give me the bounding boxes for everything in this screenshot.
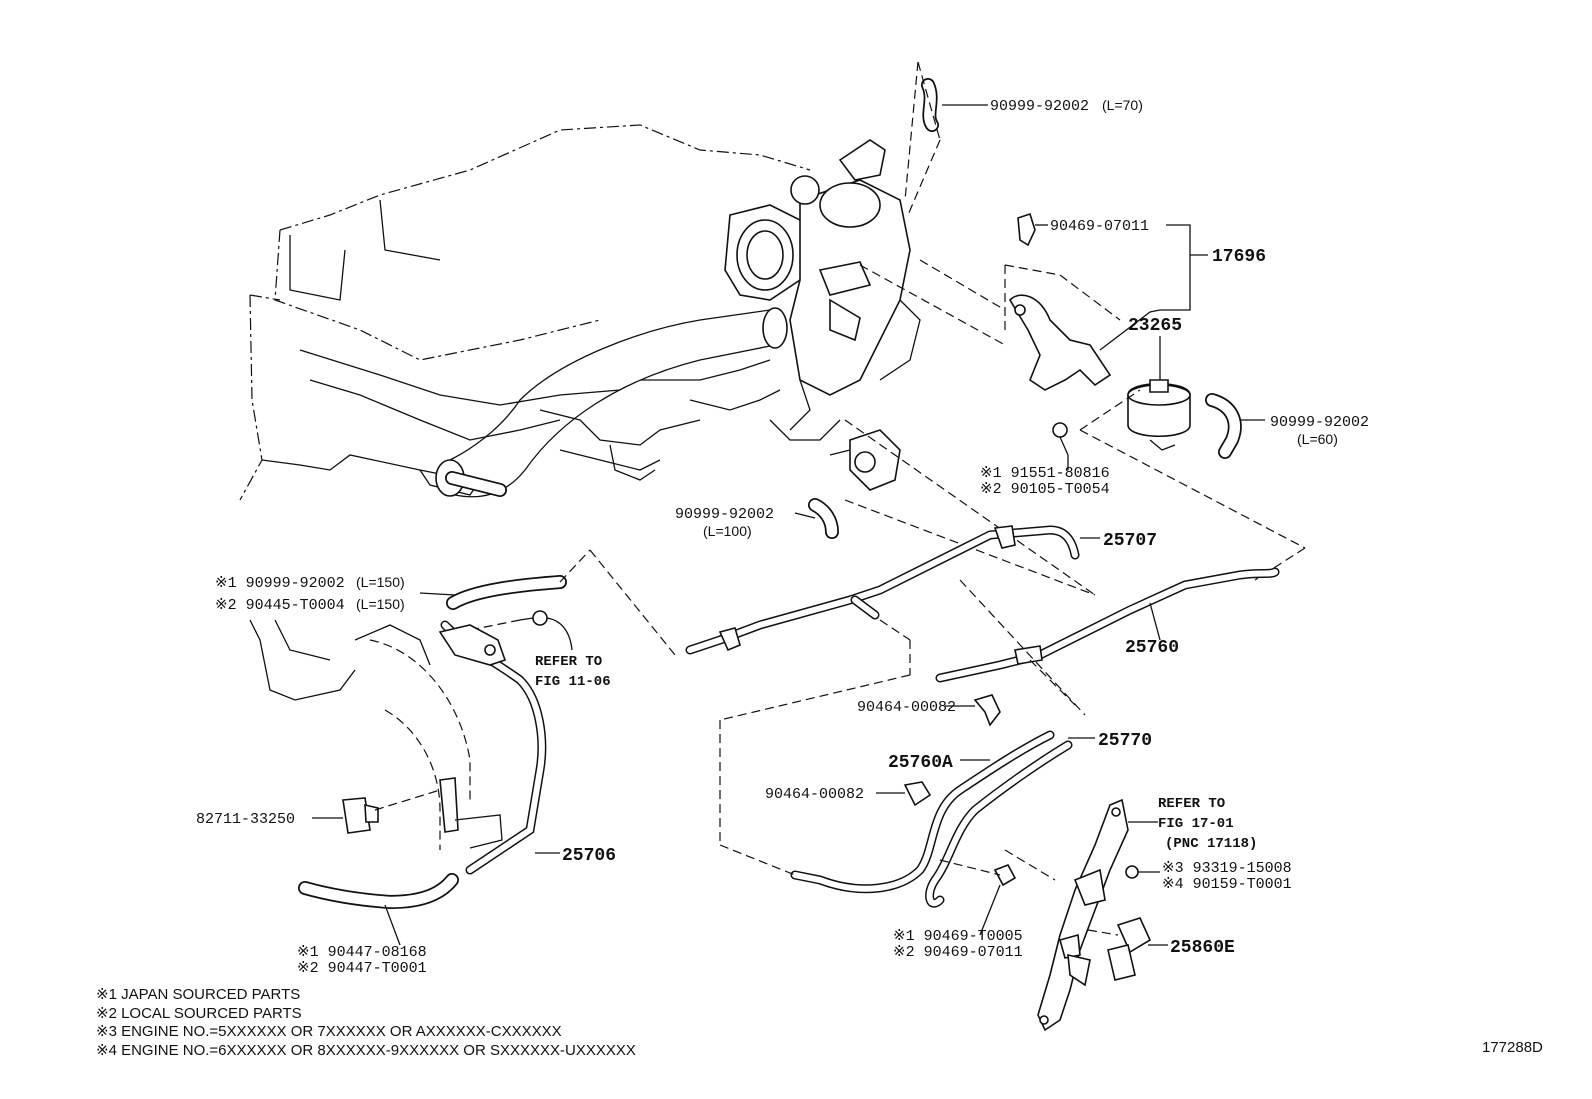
label-90469-07011-bot: ※2 90469-07011 [893, 944, 1023, 961]
pipe-25706-group: 25706 [438, 620, 616, 875]
label-23265: 23265 [1128, 316, 1182, 336]
illustration-code: 177288D [1482, 1039, 1543, 1056]
pipes-25760A-25770-group: 25770 25760A [719, 720, 1152, 908]
intake-pipe [435, 307, 788, 498]
engine-block-outline [239, 124, 841, 501]
label-25760A: 25760A [888, 753, 953, 773]
label-90447-T0001: ※2 90447-T0001 [297, 960, 427, 977]
sensor-82711-group: 82711-33250 [196, 789, 441, 834]
label-490159-T0001: ※4 90159-T0001 [1162, 876, 1292, 893]
left-engine-outline [249, 619, 471, 850]
label-90469-T0005: ※1 90469-T0005 [893, 928, 1023, 945]
label-90445-T0004: ※2 90445-T0004 [215, 597, 345, 614]
footnote-4: ※4 ENGINE NO.=6XXXXXX OR 8XXXXXX-9XXXXXX… [96, 1042, 636, 1059]
label-90999-92002-l60: 90999-92002 [1270, 414, 1369, 431]
label-l70: (L=70) [1102, 97, 1143, 113]
label-l150b: (L=150) [356, 596, 405, 612]
label-25860E: 25860E [1170, 938, 1235, 958]
bolt-91551-group: ※1 91551-80816 ※2 90105-T0054 [980, 389, 1306, 581]
label-393319-15008: ※3 93319-15008 [1162, 860, 1292, 877]
label-25760: 25760 [1125, 638, 1179, 658]
hose-l70-group: 90999-92002 (L=70) [904, 61, 1143, 216]
pipe-25707-group: 25707 [589, 525, 1157, 721]
label-90999-92002-l150: ※1 90999-92002 [215, 575, 345, 592]
throttle-body [724, 139, 921, 491]
label-refer-fig-17-01-c: (PNC 17118) [1165, 836, 1257, 852]
hose-l150-group: ※1 90999-92002 (L=150) ※2 90445-T0004 (L… [215, 549, 591, 614]
label-90464-00082-a: 90464-00082 [857, 699, 956, 716]
label-90464-00082-b: 90464-00082 [765, 786, 864, 803]
label-25707: 25707 [1103, 531, 1157, 551]
footnote-1: ※1 JAPAN SOURCED PARTS [96, 986, 300, 1003]
filter-23265-group: 23265 90999-92002 (L=60) [1127, 316, 1369, 459]
clamp-90464-b-group: 90464-00082 [765, 781, 932, 807]
label-90999-92002-l70: 90999-92002 [990, 98, 1089, 115]
footnotes: ※1 JAPAN SOURCED PARTS ※2 LOCAL SOURCED … [96, 986, 636, 1059]
bolt-refer-fig-11-06-group: REFER TO FIG 11-06 [469, 610, 611, 690]
label-90469-07011-top: 90469-07011 [1050, 218, 1149, 235]
label-l150a: (L=150) [356, 574, 405, 590]
bracket-refer-fig-17-01-group: REFER TO FIG 17-01 (PNC 17118) [1037, 796, 1257, 1032]
label-refer-fig-11-06-b: FIG 11-06 [535, 674, 611, 690]
label-90447-08168: ※1 90447-08168 [297, 944, 427, 961]
label-82711-33250: 82711-33250 [196, 811, 295, 828]
label-refer-fig-11-06-a: REFER TO [535, 654, 602, 670]
sensor-25860E-group: 25860E [1087, 917, 1235, 981]
label-91551-80816: ※1 91551-80816 [980, 465, 1110, 482]
bracket-17696-group: 90469-07011 17696 [859, 212, 1266, 391]
hose-90447-group: ※1 90447-08168 ※2 90447-T0001 [297, 873, 459, 977]
clip-90469-group: ※1 90469-T0005 ※2 90469-07011 [893, 849, 1056, 961]
label-25706: 25706 [562, 846, 616, 866]
footnote-2: ※2 LOCAL SOURCED PARTS [96, 1005, 302, 1022]
label-90105-T0054: ※2 90105-T0054 [980, 481, 1110, 498]
pipe-25760-group: 25760 [935, 567, 1280, 716]
label-25770: 25770 [1098, 731, 1152, 751]
hose-l100-group: 90999-92002 (L=100) [675, 419, 1096, 596]
label-refer-fig-17-01-b: FIG 17-01 [1158, 816, 1234, 832]
footnote-3: ※3 ENGINE NO.=5XXXXXX OR 7XXXXXX OR AXXX… [96, 1023, 562, 1040]
clamp-90464-a-group: 90464-00082 [857, 659, 1076, 727]
label-l60: (L=60) [1297, 431, 1338, 447]
label-l100: (L=100) [703, 523, 752, 539]
label-90999-92002-l100: 90999-92002 [675, 506, 774, 523]
label-refer-fig-17-01-a: REFER TO [1158, 796, 1225, 812]
bolt-93319-group: ※3 93319-15008 ※4 90159-T0001 [1125, 860, 1292, 893]
label-17696: 17696 [1212, 247, 1266, 267]
